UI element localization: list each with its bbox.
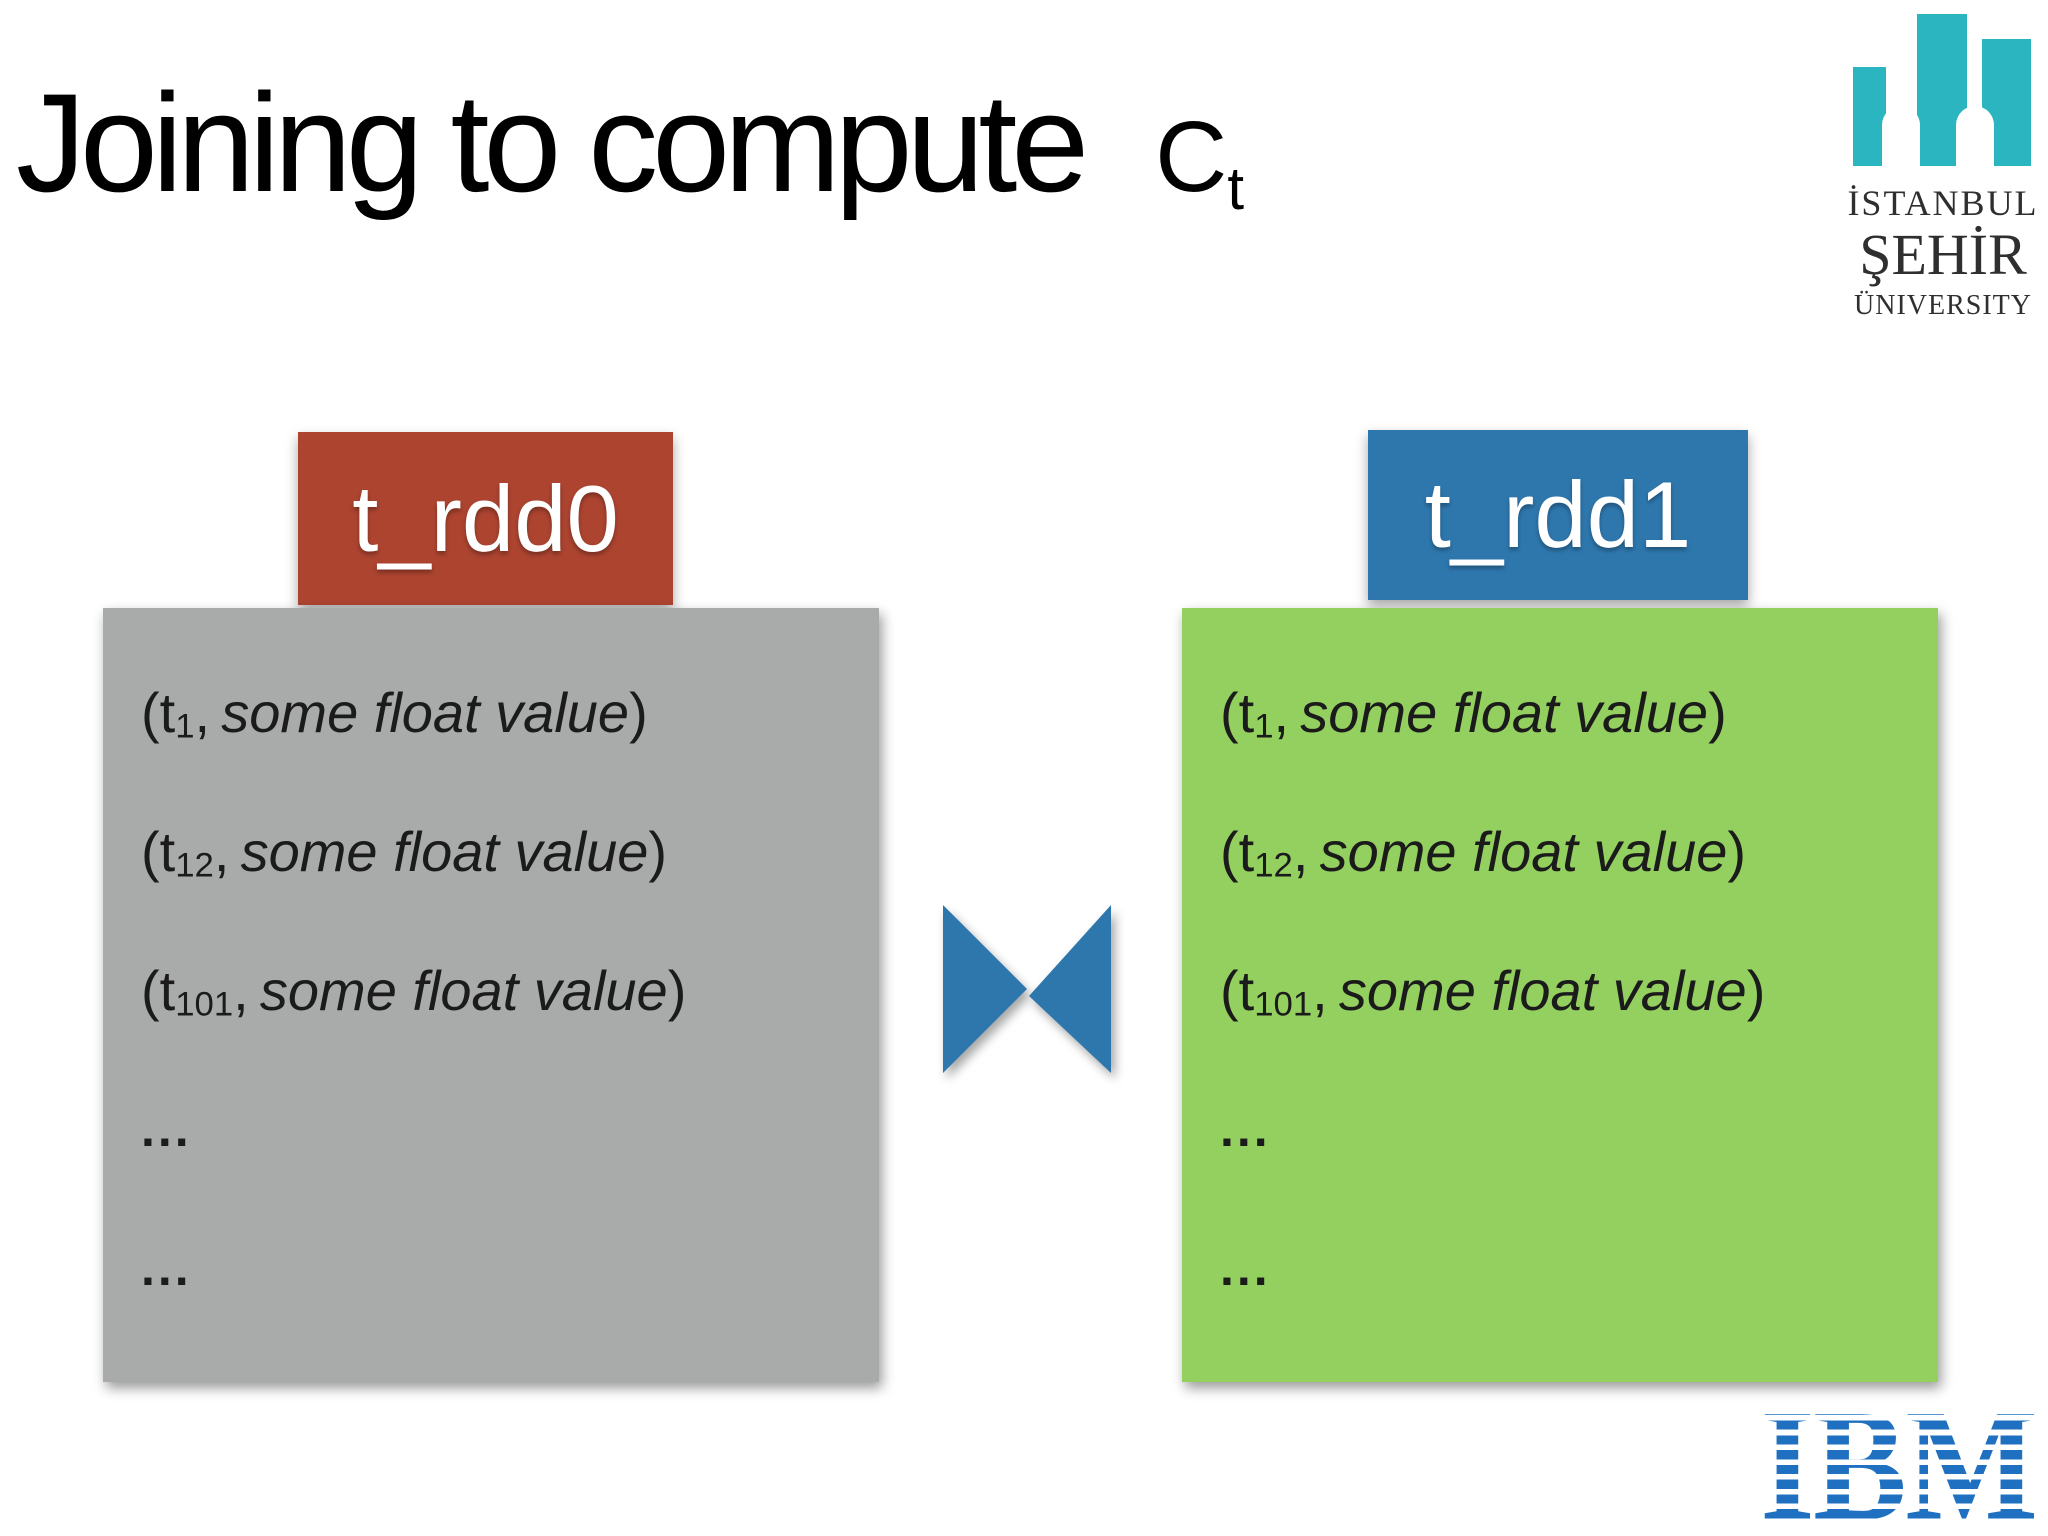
ellipsis-row: ... bbox=[141, 1060, 879, 1199]
tuple-open: (t bbox=[141, 820, 176, 883]
ellipsis-text: ... bbox=[141, 1101, 192, 1157]
tuple-close: ) bbox=[629, 681, 648, 744]
tuple-subscript: 1 bbox=[175, 707, 195, 746]
tuple-subscript: 101 bbox=[1254, 985, 1313, 1024]
university-logo: İSTANBUL ŞEHİR ÜNIVERSITY bbox=[1845, 14, 2041, 322]
tuple-comma: , bbox=[194, 681, 211, 744]
right-table-body: (t1,some float value) (t12,some float va… bbox=[1182, 608, 1938, 1382]
tuple-close: ) bbox=[1708, 681, 1727, 744]
tuple-close: ) bbox=[648, 820, 668, 883]
tuple-value: some float value bbox=[221, 681, 630, 744]
title-formula: Ct bbox=[1155, 100, 1244, 219]
ellipsis-text: ... bbox=[141, 1240, 192, 1296]
tuple-comma: , bbox=[213, 820, 230, 883]
ellipsis-row: ... bbox=[1220, 1199, 1938, 1338]
join-right-triangle bbox=[1029, 905, 1111, 1073]
ellipsis-text: ... bbox=[1220, 1101, 1271, 1157]
tuple-open: (t bbox=[1220, 681, 1255, 744]
ellipsis-row: ... bbox=[141, 1199, 879, 1338]
tuple-close: ) bbox=[1727, 820, 1747, 883]
tuple-value: some float value bbox=[1338, 959, 1747, 1022]
tuple-open: (t bbox=[1220, 959, 1255, 1022]
tuple-open: (t bbox=[1220, 820, 1255, 883]
left-table-body: (t1,some float value) (t12,some float va… bbox=[103, 608, 879, 1382]
tuple-open: (t bbox=[141, 959, 176, 1022]
tuple-row: (t1,some float value) bbox=[1220, 643, 1938, 782]
ellipsis-text: ... bbox=[1220, 1240, 1271, 1296]
natural-join-icon bbox=[943, 905, 1111, 1073]
tuple-comma: , bbox=[233, 959, 249, 1022]
tuple-subscript: 1 bbox=[1254, 707, 1274, 746]
tuple-subscript: 12 bbox=[1254, 846, 1293, 885]
right-table-header: t_rdd1 bbox=[1368, 430, 1748, 600]
university-name-line1: İSTANBUL bbox=[1847, 183, 2039, 223]
formula-base: C bbox=[1155, 101, 1228, 213]
university-towers-icon bbox=[1845, 14, 2041, 166]
tuple-value: some float value bbox=[1300, 681, 1709, 744]
ibm-logo-stripes bbox=[1760, 1406, 2044, 1524]
formula-subscript: t bbox=[1227, 155, 1245, 222]
tuple-open: (t bbox=[141, 681, 176, 744]
tuple-row: (t101,some float value) bbox=[1220, 921, 1938, 1060]
join-left-triangle bbox=[943, 905, 1027, 1073]
tower-left-shape bbox=[1853, 67, 1886, 166]
tuple-subscript: 101 bbox=[175, 985, 234, 1024]
tuple-comma: , bbox=[1292, 820, 1309, 883]
tuple-comma: , bbox=[1273, 681, 1290, 744]
ibm-logo: IBM bbox=[1760, 1406, 2044, 1524]
tuple-value: some float value bbox=[259, 959, 668, 1022]
arch-cutout-right bbox=[1956, 106, 1994, 166]
left-table-header-label: t_rdd0 bbox=[352, 465, 619, 571]
tuple-comma: , bbox=[1312, 959, 1328, 1022]
tuple-close: ) bbox=[1746, 959, 1766, 1022]
tuple-row: (t1,some float value) bbox=[141, 643, 879, 782]
tuple-row: (t12,some float value) bbox=[1220, 782, 1938, 921]
arch-cutout-left bbox=[1882, 106, 1920, 166]
tuple-row: (t101,some float value) bbox=[141, 921, 879, 1060]
page-title-text: Joining to compute bbox=[16, 64, 1089, 221]
university-name-line2: ŞEHİR bbox=[1859, 222, 2027, 287]
ellipsis-row: ... bbox=[1220, 1060, 1938, 1199]
tuple-subscript: 12 bbox=[175, 846, 214, 885]
tuple-value: some float value bbox=[240, 820, 649, 883]
tuple-value: some float value bbox=[1319, 820, 1728, 883]
left-table-header: t_rdd0 bbox=[298, 432, 673, 605]
tuple-close: ) bbox=[667, 959, 687, 1022]
tuple-row: (t12,some float value) bbox=[141, 782, 879, 921]
right-table-header-label: t_rdd1 bbox=[1424, 462, 1692, 567]
university-name-line3: ÜNIVERSITY bbox=[1854, 290, 2032, 321]
page-title: Joining to compute Ct bbox=[16, 62, 1244, 224]
